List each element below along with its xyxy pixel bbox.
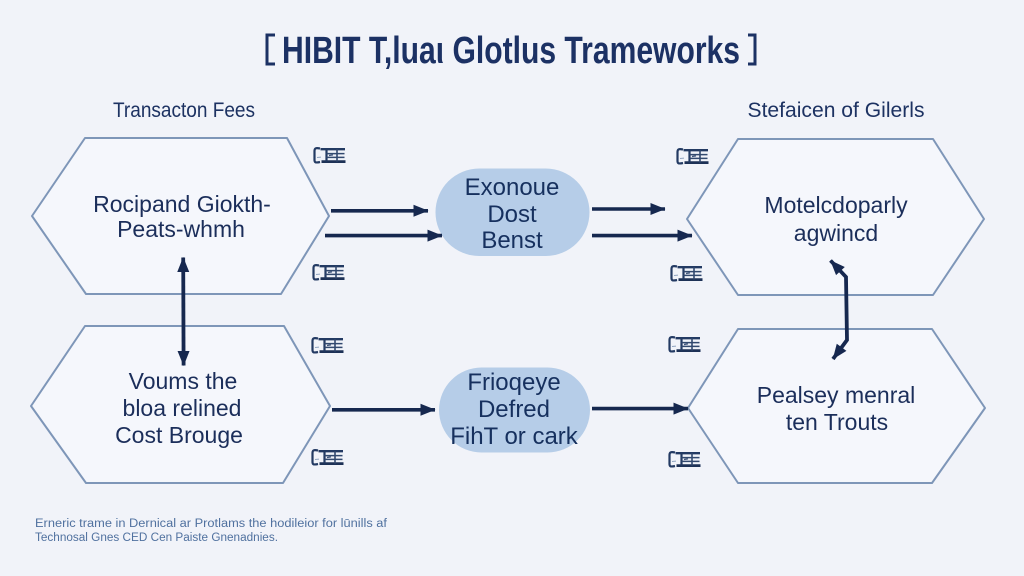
svg-text:Defred: Defred	[478, 396, 550, 423]
svg-text:Motelcdoparly: Motelcdoparly	[764, 192, 908, 218]
svg-text:Benst: Benst	[481, 227, 543, 254]
svg-text:HIBIT T,luaι Glotlus Tramework: HIBIT T,luaι Glotlus Trameworks	[282, 30, 740, 72]
svg-text:Erneric trame in Dernical ar P: Erneric trame in Dernical ar Protlams th…	[35, 518, 388, 530]
svg-text:Peats-whmh: Peats-whmh	[117, 216, 245, 242]
svg-text:Cost Brouge: Cost Brouge	[115, 422, 243, 448]
svg-text:agwincd: agwincd	[794, 220, 878, 246]
svg-text:Voums the: Voums the	[129, 368, 238, 394]
svg-text:bloa relined: bloa relined	[123, 395, 242, 421]
svg-text:Frioqeye: Frioqeye	[467, 369, 560, 396]
svg-text:FihT or cark: FihT or cark	[450, 423, 579, 450]
svg-text:Transacton Fees: Transacton Fees	[113, 99, 255, 122]
svg-text:Exonoue: Exonoue	[465, 174, 560, 201]
svg-text:Rocipand Giokth-: Rocipand Giokth-	[93, 191, 271, 217]
svg-text:Pealsey menral: Pealsey menral	[757, 382, 916, 408]
svg-text:Stefaicen of Gilerls: Stefaicen of Gilerls	[748, 99, 925, 122]
svg-text:Dost: Dost	[487, 201, 537, 228]
svg-text:Technosal Gnes CED Cen Paiste: Technosal Gnes CED Cen Paiste Gnenadnies…	[35, 532, 278, 544]
svg-text:ten Trouts: ten Trouts	[786, 409, 888, 435]
